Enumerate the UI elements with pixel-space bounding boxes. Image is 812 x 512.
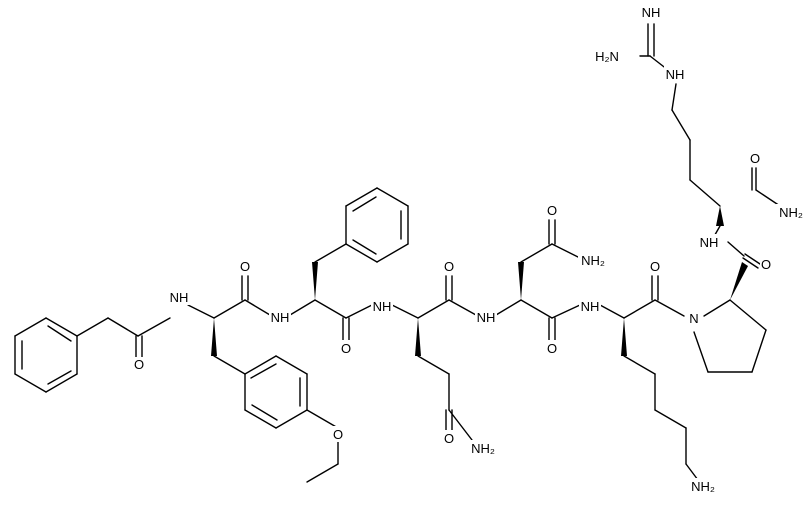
guanidine-imine-nh: NH [640, 4, 662, 20]
arg-amide-nh2: NH₂ [776, 204, 806, 220]
svg-text:NH₂: NH₂ [779, 205, 803, 220]
svg-text:NH₂: NH₂ [471, 441, 495, 456]
svg-text:NH: NH [700, 235, 719, 250]
svg-text:NH₂: NH₂ [581, 253, 605, 268]
svg-text:NH: NH [271, 310, 290, 325]
guanidine-h2n: H₂N [592, 48, 622, 64]
svg-text:NH: NH [642, 5, 661, 20]
amide-nh-4: NH [475, 309, 497, 325]
amide-nh-5: NH [579, 298, 601, 314]
amide-o-5: O [546, 340, 558, 356]
svg-text:NH: NH [170, 290, 189, 305]
gln-side-nh2: NH₂ [468, 440, 498, 456]
svg-text:NH: NH [477, 310, 496, 325]
svg-text:NH₂: NH₂ [691, 479, 715, 494]
svg-text:O: O [240, 259, 250, 274]
svg-text:O: O [761, 257, 771, 272]
amide-o-1: O [133, 357, 145, 372]
amide-o-2: O [239, 258, 251, 274]
ether-o: O [332, 426, 344, 442]
amide-o-3: O [340, 340, 352, 356]
svg-text:NH: NH [581, 299, 600, 314]
svg-text:O: O [444, 431, 454, 446]
amide-nh-3: NH [371, 298, 393, 314]
amide-nh-6: NH [698, 234, 720, 250]
guanidine-nh: NH [664, 66, 686, 82]
asn-side-o: O [546, 202, 558, 218]
amide-nh-1: NH [168, 289, 190, 305]
svg-text:O: O [750, 151, 760, 166]
amide-nh-2: NH [269, 309, 291, 325]
svg-text:O: O [547, 341, 557, 356]
gln-side-o: O [443, 430, 455, 446]
svg-text:NH: NH [666, 67, 685, 82]
amide-o-4: O [443, 258, 455, 274]
asn-side-nh2: NH₂ [578, 252, 608, 268]
svg-text:O: O [134, 357, 144, 372]
svg-text:O: O [547, 203, 557, 218]
svg-text:N: N [689, 311, 698, 326]
svg-text:O: O [341, 341, 351, 356]
arg-carbonyl-o: O [749, 150, 761, 166]
svg-text:H₂N: H₂N [595, 49, 619, 64]
bonds [14, 23, 781, 483]
lys-side-nh2: NH₂ [688, 478, 718, 494]
svg-text:NH: NH [373, 299, 392, 314]
amide-o-6: O [649, 258, 661, 274]
svg-text:O: O [444, 259, 454, 274]
proline-n: N [687, 310, 701, 326]
atom-labels: O NH O NH O O NH O [133, 4, 806, 494]
svg-text:O: O [650, 259, 660, 274]
stereo-bonds [211, 206, 748, 356]
svg-text:O: O [333, 427, 343, 442]
pro-carbonyl-o: O [760, 256, 772, 272]
